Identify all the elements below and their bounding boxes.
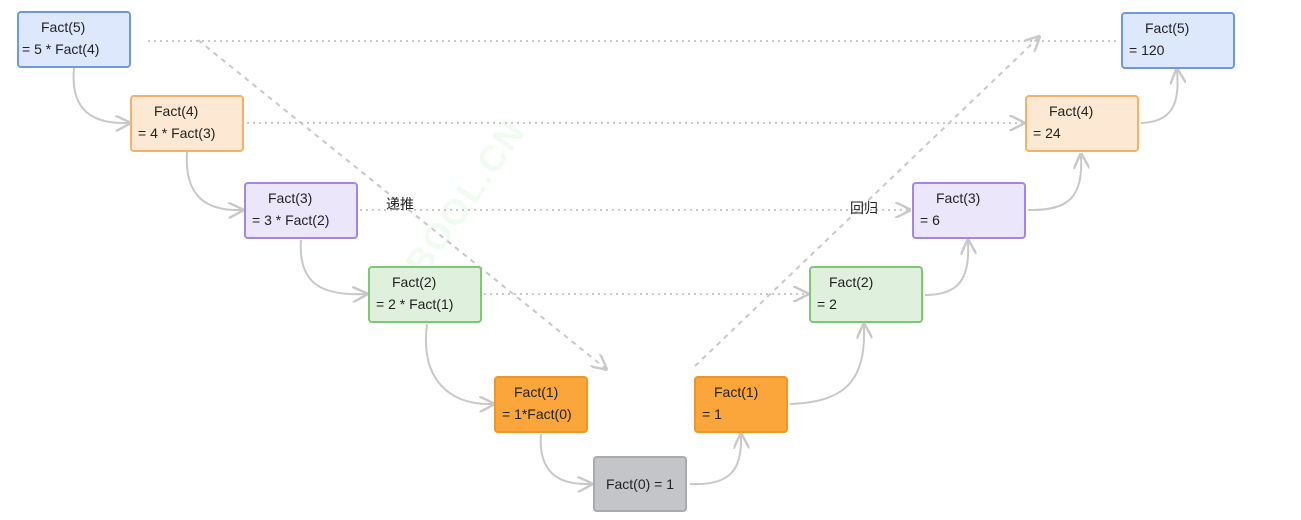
return-label: 回归	[850, 200, 878, 216]
node-title: Fact(2)	[392, 274, 437, 290]
node-result: = 1	[702, 406, 722, 422]
edge-u3-u4	[1027, 156, 1081, 212]
node-formula: = 1*Fact(0)	[502, 406, 572, 422]
node-formula: Fact(0) = 1	[605, 476, 675, 492]
node-fact2-expand[interactable]: Fact(2) = 2 * Fact(1)	[368, 266, 482, 323]
edge-d5-d4	[72, 67, 128, 123]
node-fact4-result[interactable]: Fact(4) = 24	[1025, 95, 1139, 152]
node-formula: = 4 * Fact(3)	[138, 125, 216, 141]
diagonal-recursion-arrow	[197, 39, 605, 368]
node-formula: = 5 * Fact(4)	[22, 41, 100, 57]
node-fact4-expand[interactable]: Fact(4) = 4 * Fact(3)	[130, 95, 244, 152]
edge-d4-d3	[185, 151, 241, 210]
edge-u1-u2	[789, 326, 864, 405]
node-formula: = 3 * Fact(2)	[252, 212, 330, 228]
node-formula: = 2 * Fact(1)	[376, 296, 454, 312]
node-fact1-expand[interactable]: Fact(1) = 1*Fact(0)	[494, 376, 588, 433]
node-title: Fact(5)	[1145, 20, 1190, 36]
node-fact1-result[interactable]: Fact(1) = 1	[694, 376, 788, 433]
node-result: = 6	[920, 212, 940, 228]
node-title: Fact(4)	[154, 103, 199, 119]
edge-u2-u3	[924, 242, 968, 296]
node-fact3-result[interactable]: Fact(3) = 6	[912, 182, 1026, 239]
node-title: Fact(1)	[714, 384, 759, 400]
node-fact3-expand[interactable]: Fact(3) = 3 * Fact(2)	[244, 182, 358, 239]
node-result: = 24	[1033, 125, 1061, 141]
node-title: Fact(2)	[829, 274, 874, 290]
node-title: Fact(3)	[936, 190, 981, 206]
node-fact0-base[interactable]: Fact(0) = 1	[593, 456, 687, 512]
edge-d2-d1	[424, 323, 492, 404]
edge-d3-d2	[299, 239, 365, 294]
node-title: Fact(5)	[41, 19, 86, 35]
node-fact5-expand[interactable]: Fact(5) = 5 * Fact(4)	[17, 11, 131, 68]
node-fact5-result[interactable]: Fact(5) = 120	[1121, 12, 1235, 69]
edge-base-u1	[689, 436, 741, 486]
edge-u4-u5	[1140, 71, 1178, 124]
recursion-label: 递推	[386, 196, 414, 212]
node-result: = 120	[1129, 42, 1165, 58]
edge-d1-base	[539, 433, 590, 484]
node-title: Fact(1)	[514, 384, 559, 400]
node-fact2-result[interactable]: Fact(2) = 2	[809, 266, 923, 323]
node-title: Fact(4)	[1049, 103, 1094, 119]
node-title: Fact(3)	[268, 190, 313, 206]
node-result: = 2	[817, 296, 837, 312]
